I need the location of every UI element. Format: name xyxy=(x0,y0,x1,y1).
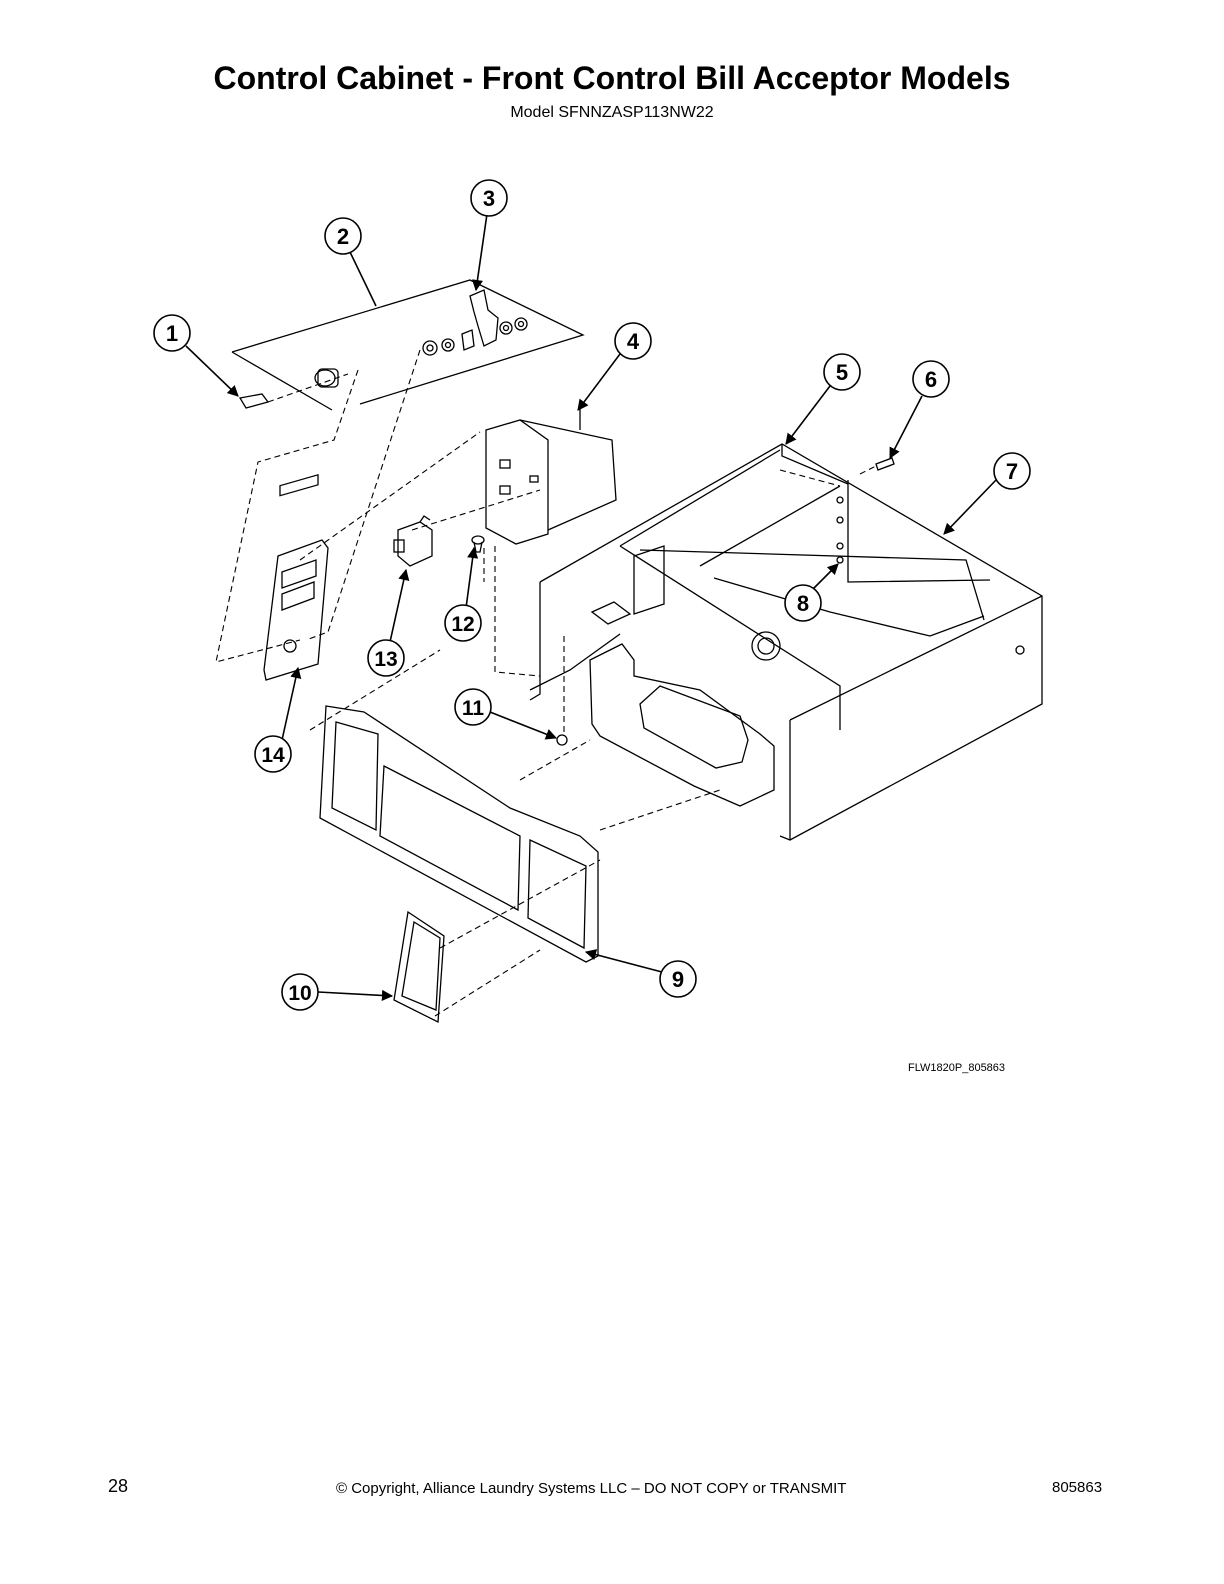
svg-text:10: 10 xyxy=(288,982,311,1005)
callout-8: 8 xyxy=(784,584,822,622)
svg-text:14: 14 xyxy=(261,744,285,767)
callout-11: 11 xyxy=(454,688,492,726)
drawing-code: FLW1820P_805863 xyxy=(908,1062,1006,1074)
callout-9: 9 xyxy=(659,960,697,998)
copyright-notice: © Copyright, Alliance Laundry Systems LL… xyxy=(336,1480,847,1497)
svg-text:8: 8 xyxy=(797,591,809,616)
bill-acceptor-bezel xyxy=(263,473,329,681)
lock-kit-panel xyxy=(231,279,585,411)
callout-4: 4 xyxy=(614,322,652,360)
svg-text:7: 7 xyxy=(1006,459,1018,484)
page-title: Control Cabinet - Front Control Bill Acc… xyxy=(213,60,1011,96)
assembly-guide-lines xyxy=(215,349,877,1017)
nut-11 xyxy=(556,734,568,746)
svg-text:5: 5 xyxy=(836,360,848,385)
svg-text:2: 2 xyxy=(337,224,349,249)
svg-text:1: 1 xyxy=(166,321,178,346)
callout-12: 12 xyxy=(444,604,482,642)
callout-7: 7 xyxy=(993,452,1031,490)
control-cabinet xyxy=(529,443,1043,841)
svg-text:11: 11 xyxy=(462,697,485,720)
screw-6 xyxy=(875,457,895,471)
svg-text:13: 13 xyxy=(374,648,397,671)
svg-text:9: 9 xyxy=(672,967,684,992)
callout-2: 2 xyxy=(324,217,362,255)
svg-text:3: 3 xyxy=(483,186,495,211)
center-tray xyxy=(529,601,775,807)
mounting-bracket xyxy=(485,404,617,545)
svg-text:12: 12 xyxy=(451,613,474,636)
page-number: 28 xyxy=(108,1476,129,1496)
svg-text:4: 4 xyxy=(627,329,640,354)
callout-3: 3 xyxy=(470,179,508,217)
front-panel-frame xyxy=(319,705,599,963)
leader-lines xyxy=(185,213,997,1002)
label-card xyxy=(393,910,445,1024)
document-number: 805863 xyxy=(1052,1479,1103,1496)
callout-14: 14 xyxy=(254,735,292,773)
svg-text:6: 6 xyxy=(925,367,937,392)
switch xyxy=(393,515,433,567)
callout-6: 6 xyxy=(912,360,950,398)
callout-1: 1 xyxy=(153,314,191,352)
model-subtitle: Model SFNNZASP113NW22 xyxy=(510,104,714,121)
callout-13: 13 xyxy=(367,639,405,677)
callout-5: 5 xyxy=(823,353,861,391)
callout-10: 10 xyxy=(281,973,319,1011)
